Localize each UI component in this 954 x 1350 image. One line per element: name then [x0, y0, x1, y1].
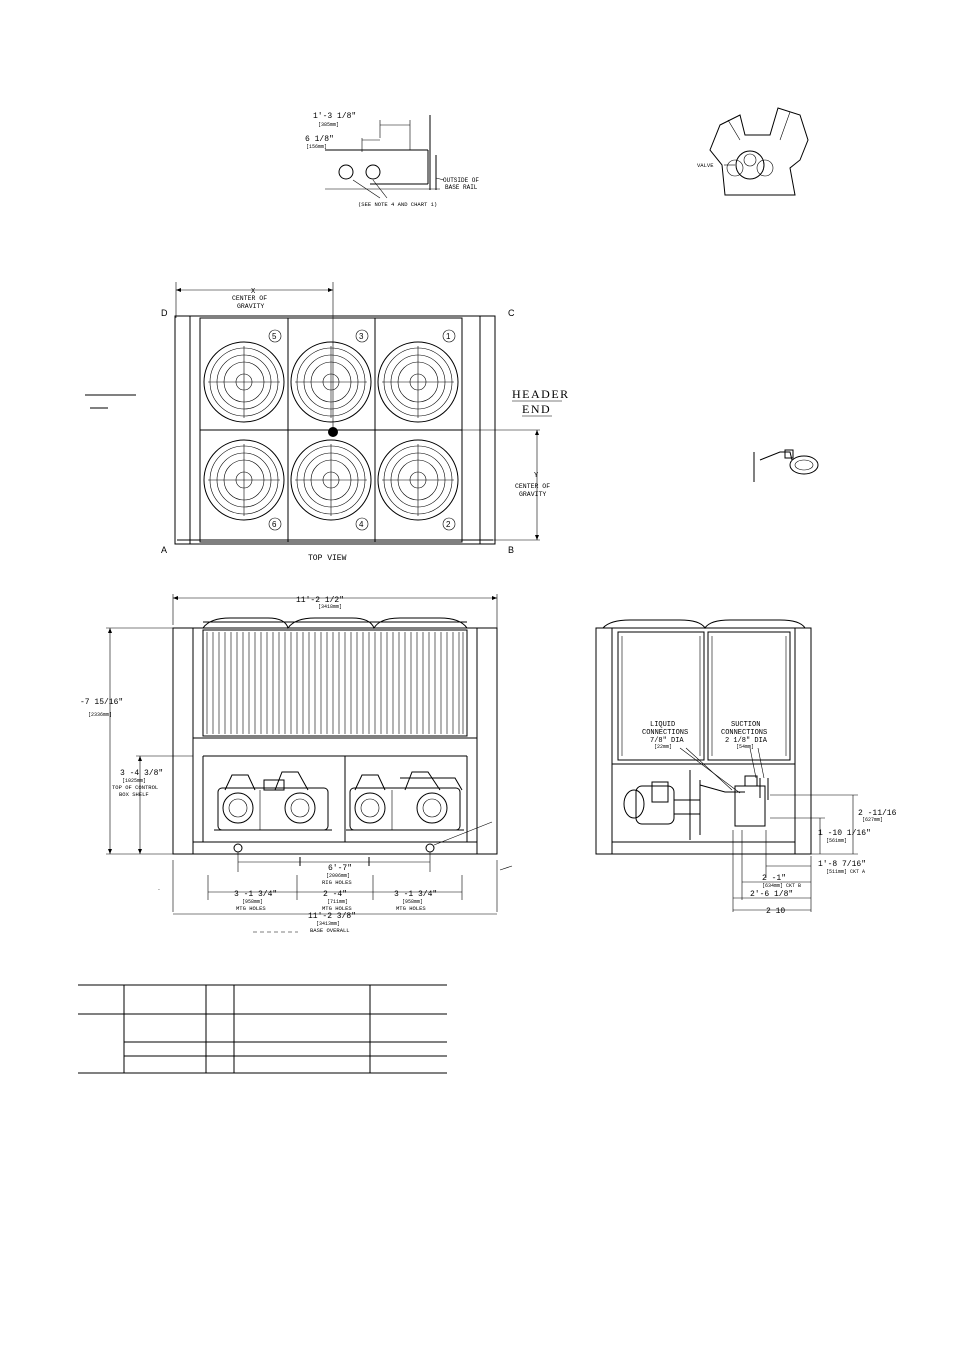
fan-6: 6	[203, 439, 285, 531]
shelf-note-line1: TOP OF CONTROL	[112, 784, 158, 791]
hole-detail: 1'-3 1/8" [385mm] 6 1/8" [156mm] OUTSIDE…	[305, 112, 479, 208]
end-d1-mm: [627mm]	[862, 817, 883, 823]
end-d3-text: 1'-8 7/16"	[818, 860, 866, 869]
end-view: LIQUID CONNECTIONS 7/8" DIA [22mm] SUCTI…	[595, 619, 897, 916]
end-d1-text: 2 -11/16	[858, 809, 897, 818]
mtg-mid-note: MTG HOLES	[322, 905, 352, 912]
base-dim-text: 11'-2 3/8"	[308, 912, 356, 921]
end-d4-text: 2 -1"	[762, 874, 786, 883]
mtg-left-text: 3 -1 3/4"	[234, 890, 277, 899]
suction-line3: 2 1/8" DIA	[725, 737, 768, 745]
fan-2-number: 2	[446, 520, 451, 529]
front-height-text: -7 15/16"	[80, 698, 123, 707]
fan-4: 4	[290, 439, 372, 531]
shelf-note-line2: BOX SHELF	[119, 791, 149, 798]
shelf-dim-text: 3 -4 3/8"	[120, 769, 163, 778]
liquid-line2: CONNECTIONS	[642, 729, 688, 737]
dim-a-mm-text: [385mm]	[318, 122, 339, 128]
rig-dim-mm-text: [2006mm]	[326, 873, 350, 879]
valve-label: VALVE	[697, 162, 714, 169]
end-d2-mm: [561mm]	[826, 838, 847, 844]
rig-hole-right	[425, 843, 435, 853]
corner-c-label: C	[508, 308, 515, 318]
top-view: X CENTER OF GRAVITY D C A B 5 3	[85, 282, 570, 563]
compressor-right	[346, 771, 464, 831]
end-d5-text: 2'-6 1/8"	[750, 890, 793, 899]
dimension-table	[78, 984, 447, 1074]
dim-b-text: 6 1/8"	[305, 135, 334, 144]
end-d2-text: 1 -10 1/16"	[818, 829, 871, 838]
corner-b-label: B	[508, 545, 514, 555]
mtg-left-note: MTG HOLES	[236, 905, 266, 912]
fan-6-number: 6	[272, 520, 277, 529]
end-outline	[595, 627, 812, 855]
cog-y-line2: GRAVITY	[519, 491, 546, 498]
shelf-dim-mm-text: [1025mm]	[122, 778, 146, 784]
valve-detail: VALVE	[697, 107, 809, 196]
connection-detail	[753, 449, 819, 482]
corner-a-label: A	[161, 545, 167, 555]
rig-hole-left	[233, 843, 243, 853]
fan-5: 5	[203, 329, 285, 423]
rail-note-line2: BASE RAIL	[445, 184, 478, 191]
end-d4-mm: [634mm] CKT B	[762, 883, 801, 889]
mtg-right-mm-text: [958mm]	[402, 899, 423, 905]
y-label: Y	[534, 472, 539, 480]
rig-dim-text: 6'-7"	[328, 864, 352, 873]
base-note-text: BASE OVERALL	[310, 927, 350, 934]
header-end-line1: HEADER	[512, 387, 570, 401]
fan-4-number: 4	[359, 520, 364, 529]
corner-d-label: D	[161, 308, 168, 318]
mtg-left-mm-text: [958mm]	[242, 899, 263, 905]
liquid-line3: 7/8" DIA	[650, 737, 684, 745]
liquid-mm: [22mm]	[654, 744, 672, 750]
left-tick-mark: .	[158, 885, 160, 892]
mtg-mid-mm-text: [711mm]	[327, 899, 348, 905]
mounting-hole-right	[365, 164, 381, 180]
end-d3-mm: [511mm] CKT A	[826, 869, 865, 875]
mtg-right-note: MTG HOLES	[396, 905, 426, 912]
fan-1: 1	[377, 329, 459, 423]
cog-y-line1: CENTER OF	[515, 483, 550, 490]
suction-line2: CONNECTIONS	[721, 729, 767, 737]
fan-1-number: 1	[446, 332, 451, 341]
fan-3: 3	[290, 329, 372, 423]
fan-3-number: 3	[359, 332, 364, 341]
mtg-right-text: 3 -1 3/4"	[394, 890, 437, 899]
see-note-text: (SEE NOTE 4 AND CHART 1)	[358, 201, 437, 208]
liquid-line1: LIQUID	[650, 721, 675, 729]
front-height-mm-text: [2336mm]	[88, 712, 112, 718]
center-of-gravity-marker	[328, 427, 338, 437]
cog-x-line2: GRAVITY	[237, 303, 264, 310]
front-width-text: 11'-2 1/2"	[296, 596, 344, 605]
cog-x-line1: CENTER OF	[232, 295, 267, 302]
compressor-left	[214, 771, 332, 831]
end-d6-text: 2 10	[766, 907, 785, 916]
mtg-mid-text: 2 -4"	[323, 890, 347, 899]
dim-b-mm-text: [156mm]	[306, 144, 327, 150]
fan-5-number: 5	[272, 332, 277, 341]
top-view-title: TOP VIEW	[308, 554, 347, 563]
front-outline	[172, 627, 498, 855]
header-end-line2: END	[522, 402, 551, 416]
condenser-coil	[202, 629, 468, 737]
x-label: X	[251, 288, 256, 296]
rig-note-text: RIG HOLES	[322, 879, 352, 886]
base-dim-mm-text: [3413mm]	[316, 921, 340, 927]
end-compressor	[623, 770, 769, 840]
suction-mm: [54mm]	[736, 744, 754, 750]
fan-2: 2	[377, 439, 459, 531]
front-view: 11'-2 1/2" [3418mm]	[80, 594, 513, 934]
dim-a-text: 1'-3 1/8"	[313, 112, 356, 121]
fan-grid: 5 3 1 6	[203, 329, 459, 531]
rail-note-line1: OUTSIDE OF	[443, 177, 479, 184]
front-width-mm-text: [3418mm]	[318, 604, 342, 610]
mounting-hole-left	[338, 164, 354, 180]
suction-line1: SUCTION	[731, 721, 760, 729]
